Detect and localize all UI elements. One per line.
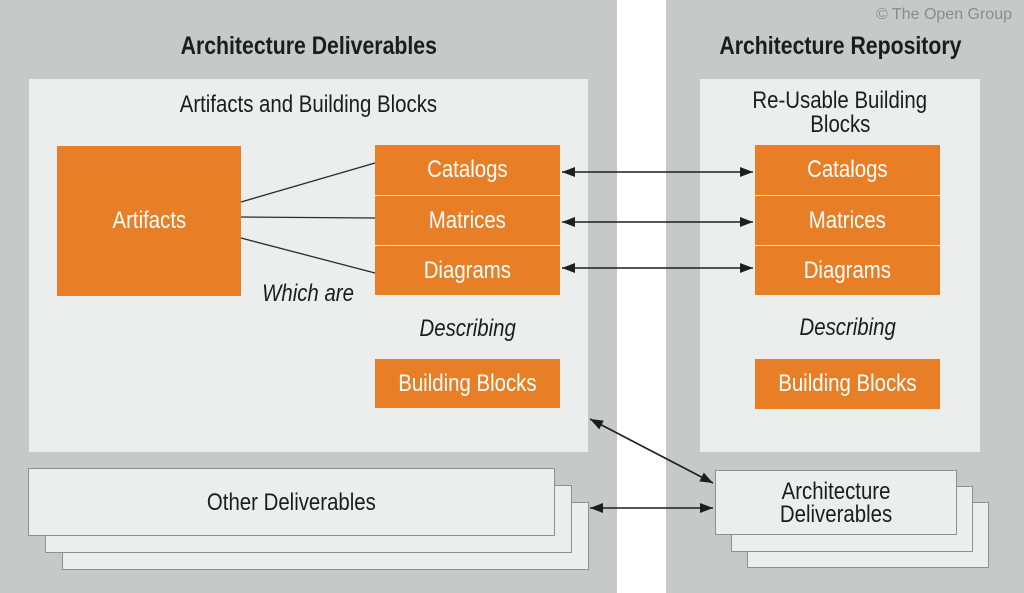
right-panel-title: Architecture Repository	[700, 31, 980, 61]
right-describing-label: Describing	[755, 314, 940, 341]
artifacts-box-label: Artifacts	[112, 207, 186, 234]
architecture-deliverables-label-line2: Deliverables	[779, 500, 893, 528]
right-artifact-types-group: Catalogs Matrices Diagrams	[755, 145, 940, 295]
right-inner-heading: Re-Usable Building Blocks	[700, 89, 980, 137]
right-inner-heading-line2: Blocks	[809, 111, 871, 138]
left-catalogs-box: Catalogs	[375, 145, 560, 195]
left-describing-label: Describing	[375, 315, 560, 342]
left-describing-text: Describing	[419, 315, 516, 342]
left-panel-title-text: Architecture Deliverables	[180, 31, 437, 60]
left-matrices-box: Matrices	[375, 195, 560, 245]
left-diagrams-box: Diagrams	[375, 245, 560, 295]
which-are-text: Which are	[262, 280, 354, 307]
right-catalogs-box: Catalogs	[755, 145, 940, 195]
right-panel-title-text: Architecture Repository	[718, 31, 962, 60]
right-matrices-label: Matrices	[808, 206, 887, 234]
left-matrices-label: Matrices	[428, 206, 507, 234]
right-describing-text: Describing	[799, 314, 896, 341]
right-inner-heading-line1: Re-Usable Building	[752, 87, 928, 114]
other-deliverables-label: Other Deliverables	[207, 488, 376, 516]
left-panel-title: Architecture Deliverables	[29, 31, 588, 61]
left-inner-heading-text: Artifacts and Building Blocks	[179, 91, 438, 118]
copyright-notice: © The Open Group	[875, 6, 1012, 23]
architecture-deliverables-box: Architecture Deliverables	[715, 470, 957, 535]
architecture-deliverables-label-line1: Architecture	[781, 477, 891, 505]
right-matrices-box: Matrices	[755, 195, 940, 245]
which-are-label: Which are	[241, 280, 375, 307]
other-deliverables-box: Other Deliverables	[28, 468, 555, 536]
right-building-blocks-label: Building Blocks	[778, 370, 917, 397]
artifacts-box: Artifacts	[57, 146, 241, 296]
left-diagrams-label: Diagrams	[423, 256, 512, 284]
right-diagrams-label: Diagrams	[803, 256, 892, 284]
left-catalogs-label: Catalogs	[427, 156, 508, 183]
left-building-blocks-box: Building Blocks	[375, 359, 560, 408]
right-catalogs-label: Catalogs	[807, 156, 888, 183]
right-building-blocks-box: Building Blocks	[755, 359, 940, 409]
left-building-blocks-label: Building Blocks	[398, 369, 537, 397]
right-diagrams-box: Diagrams	[755, 245, 940, 295]
left-artifact-types-group: Catalogs Matrices Diagrams	[375, 145, 560, 295]
left-inner-heading: Artifacts and Building Blocks	[29, 93, 588, 117]
